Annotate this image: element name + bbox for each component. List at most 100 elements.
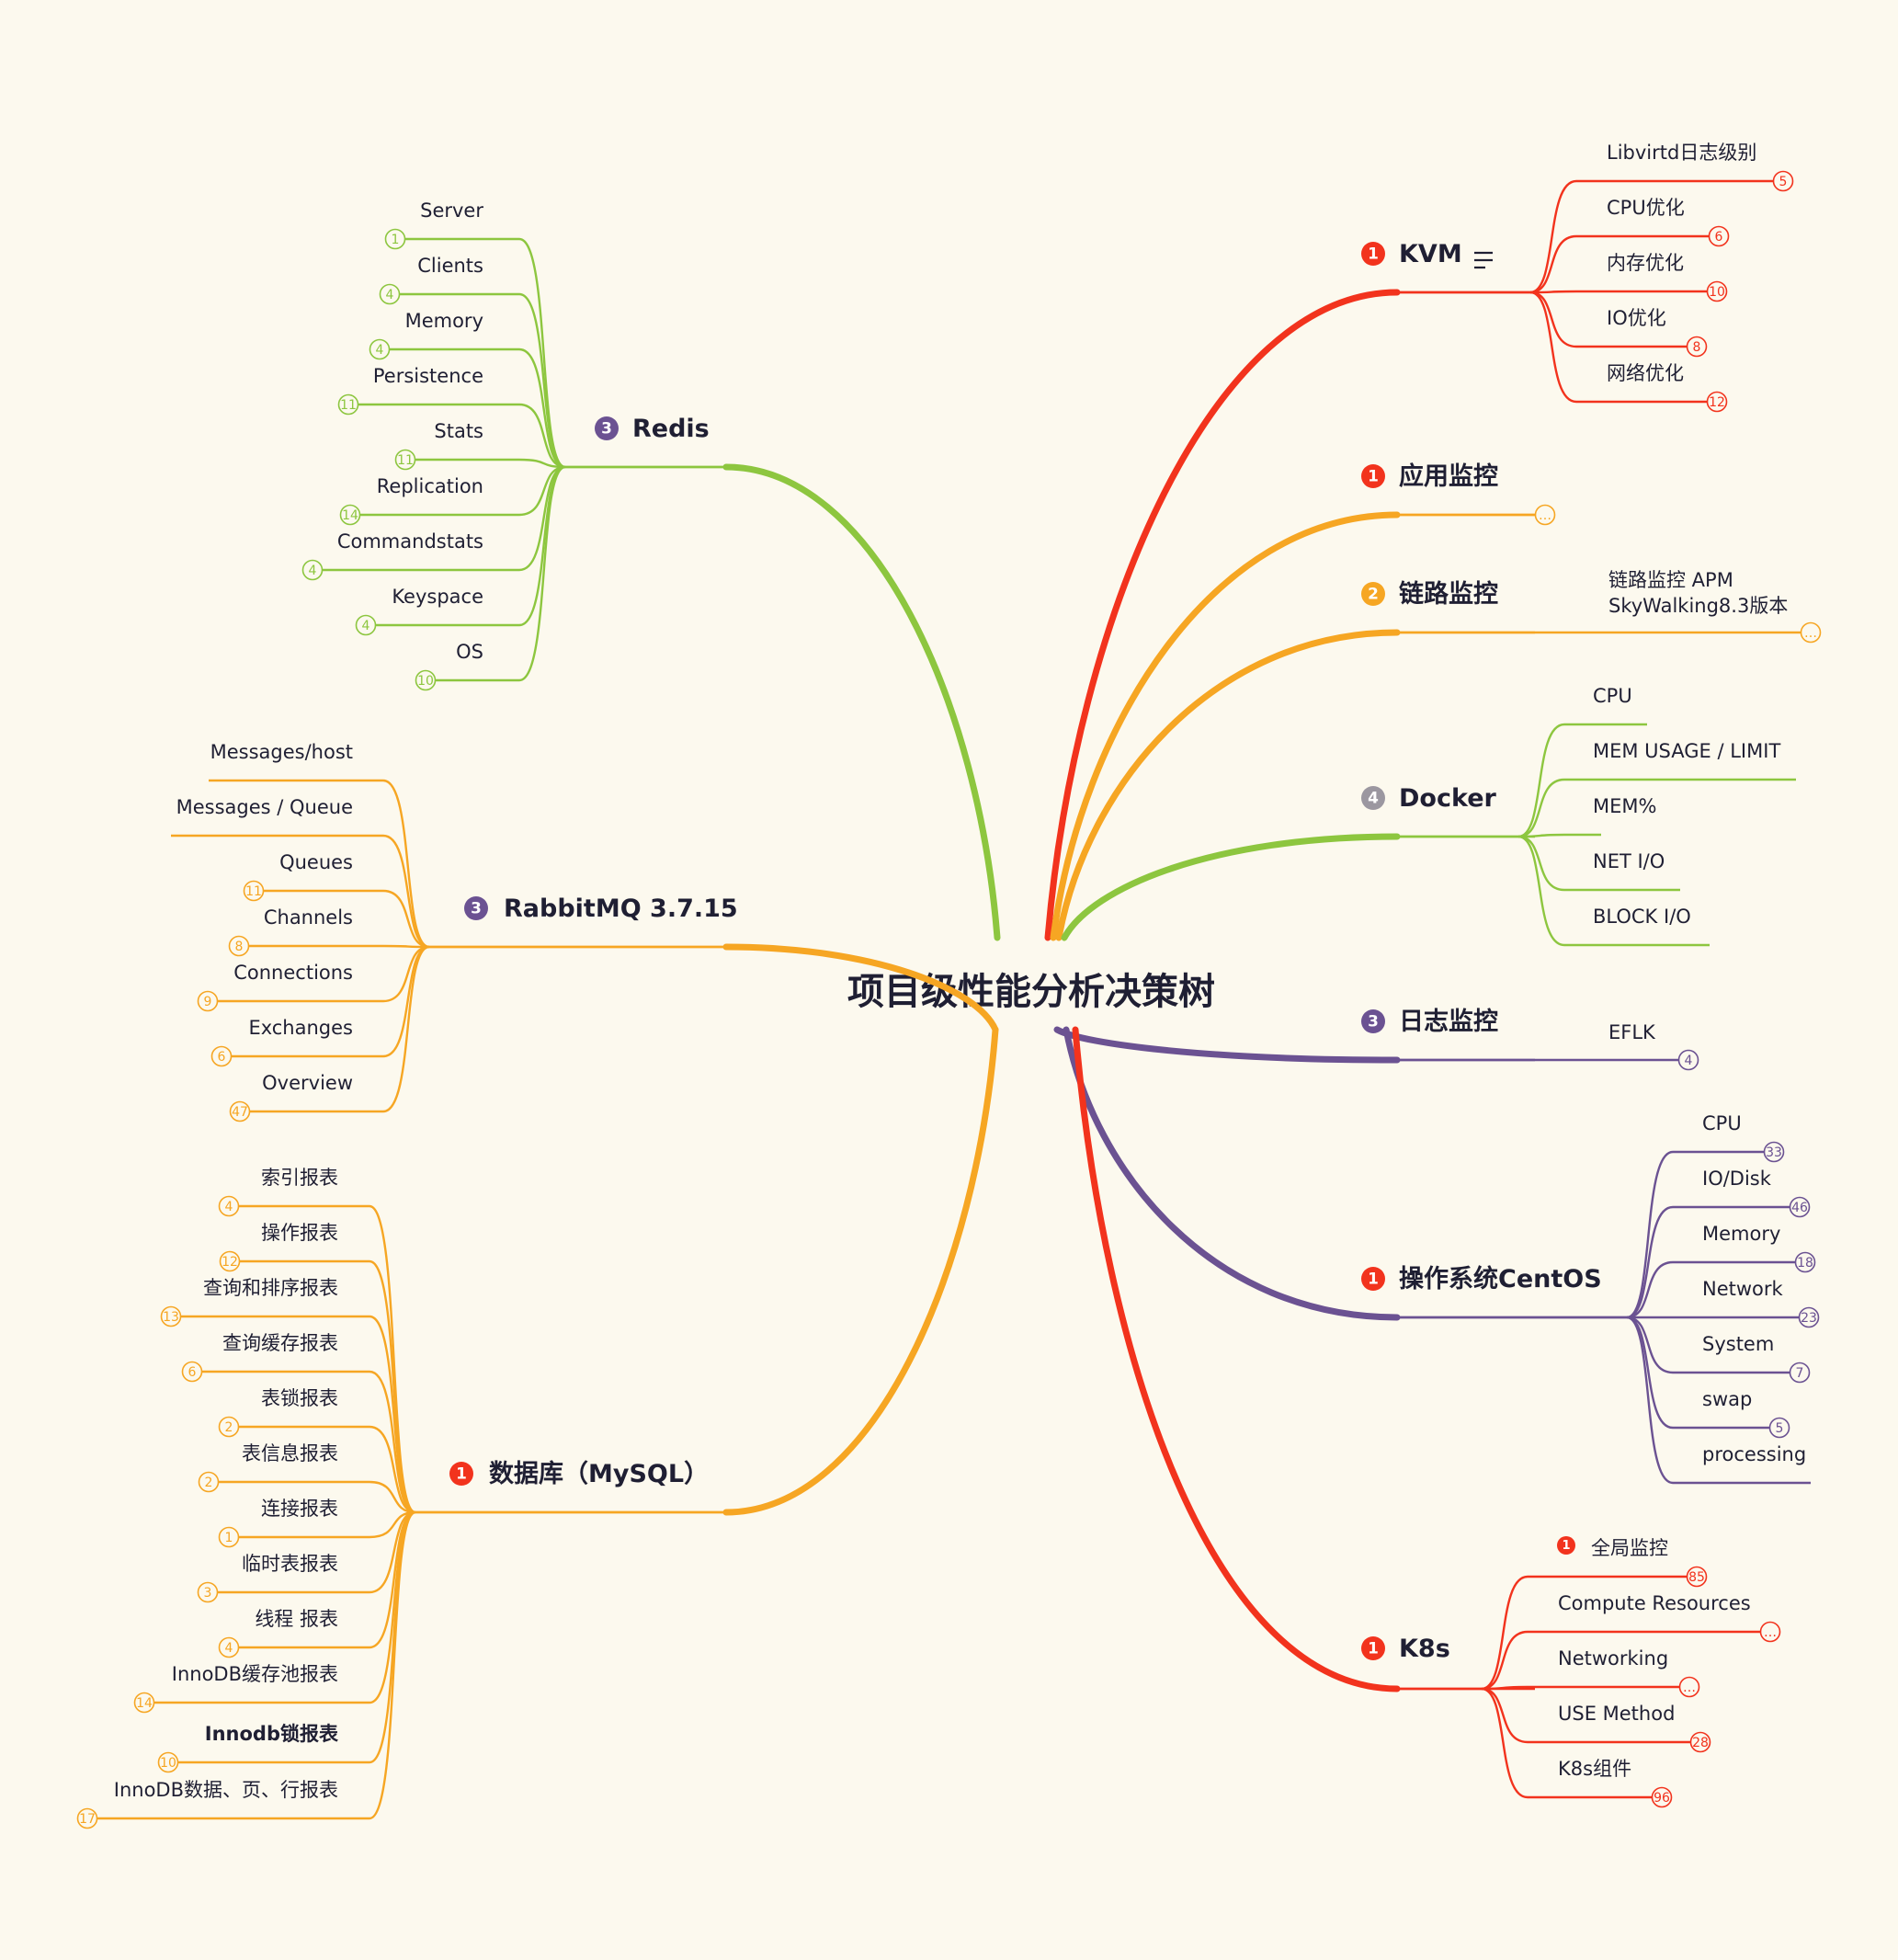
topic-count-badge[interactable]: 1 (218, 1526, 240, 1548)
topic-count-badge[interactable]: 8 (228, 935, 250, 957)
topic-count-badge[interactable]: … (1534, 504, 1556, 526)
topic-count-badge[interactable]: 23 (1798, 1306, 1820, 1328)
topic-count-badge[interactable]: 6 (1708, 225, 1730, 247)
topic-count-badge[interactable]: 10 (1706, 280, 1728, 302)
topic-count-badge[interactable]: 4 (355, 614, 377, 636)
subtopic-mysql-8[interactable]: 线程 报表4 (218, 1510, 416, 1658)
subtopic-docker-1[interactable]: MEM USAGE / LIMIT (1517, 740, 1796, 838)
subtopic-rabbit-0[interactable]: Messages/host (209, 741, 430, 949)
root-topic[interactable]: 项目级性能分析决策树 (847, 971, 1215, 1013)
topic-count-badge[interactable]: … (1800, 621, 1822, 644)
topic-count-badge[interactable]: 4 (218, 1636, 240, 1658)
topic-count-badge[interactable]: 4 (301, 559, 324, 581)
topic-count-badge[interactable]: 7 (1789, 1362, 1811, 1384)
topic-count-badge[interactable]: 10 (415, 669, 437, 691)
topic-count-badge[interactable]: 2 (198, 1471, 220, 1493)
topic-count-badge[interactable]: 14 (339, 504, 361, 526)
topic-count-badge[interactable]: 11 (394, 449, 416, 471)
topic-count-badge[interactable]: 1 (384, 228, 406, 250)
topic-count-badge[interactable]: 4 (218, 1195, 240, 1217)
topic-count-badge[interactable]: 9 (197, 990, 219, 1012)
topic-count-badge[interactable]: 46 (1789, 1196, 1811, 1218)
topic-count-badge[interactable]: 3 (197, 1581, 219, 1603)
topic-count-badge[interactable]: 5 (1768, 1417, 1790, 1439)
topic-count-badge[interactable]: 10 (157, 1751, 179, 1773)
subtopic-k8s-1[interactable]: Compute Resources… (1481, 1592, 1781, 1691)
subtopic-docker-4[interactable]: BLOCK I/O (1517, 835, 1710, 947)
subtopic-k8s-2[interactable]: Networking… (1481, 1647, 1700, 1698)
topic-count-badge[interactable]: 6 (210, 1045, 233, 1067)
topic-count-badge[interactable]: 4 (1677, 1049, 1699, 1071)
topic-count-badge[interactable]: 17 (76, 1807, 98, 1829)
topic-count-badge[interactable]: 4 (379, 283, 401, 305)
topic-count-badge[interactable]: 85 (1686, 1566, 1708, 1588)
topic-count-badge[interactable]: 33 (1763, 1141, 1785, 1163)
topic-count-badge[interactable]: … (1678, 1676, 1700, 1698)
topic-count-badge[interactable]: 28 (1689, 1731, 1711, 1753)
topic-count-badge[interactable]: 47 (229, 1100, 251, 1122)
topic-count-badge[interactable]: 12 (219, 1250, 241, 1272)
topic-count-badge[interactable]: 6 (181, 1361, 203, 1383)
topic-count-badge[interactable]: 13 (160, 1305, 182, 1328)
topic-count-badge[interactable]: 12 (1706, 391, 1728, 413)
topic-count-badge[interactable]: 18 (1794, 1251, 1816, 1273)
topic-count-badge[interactable]: 8 (1686, 336, 1708, 358)
topic-count-badge[interactable]: 11 (243, 880, 265, 902)
topic-count-badge[interactable]: 11 (337, 393, 359, 416)
subtopic-os-6[interactable]: processing (1626, 1316, 1811, 1485)
topic-count-badge[interactable]: 96 (1651, 1786, 1673, 1808)
subtopic-rabbit-1[interactable]: Messages / Queue (171, 796, 430, 949)
topic-count-badge[interactable]: 5 (1772, 170, 1794, 192)
topic-count-badge[interactable]: 2 (218, 1416, 240, 1438)
topic-count-badge[interactable]: 4 (369, 338, 391, 360)
topic-count-badge[interactable]: 14 (133, 1692, 155, 1714)
subtopic-docker-0[interactable]: CPU (1517, 685, 1647, 838)
subtopic-docker-2[interactable]: MEM% (1517, 795, 1656, 838)
topic-count-badge[interactable]: … (1759, 1621, 1781, 1643)
notes-icon[interactable] (1474, 251, 1493, 269)
